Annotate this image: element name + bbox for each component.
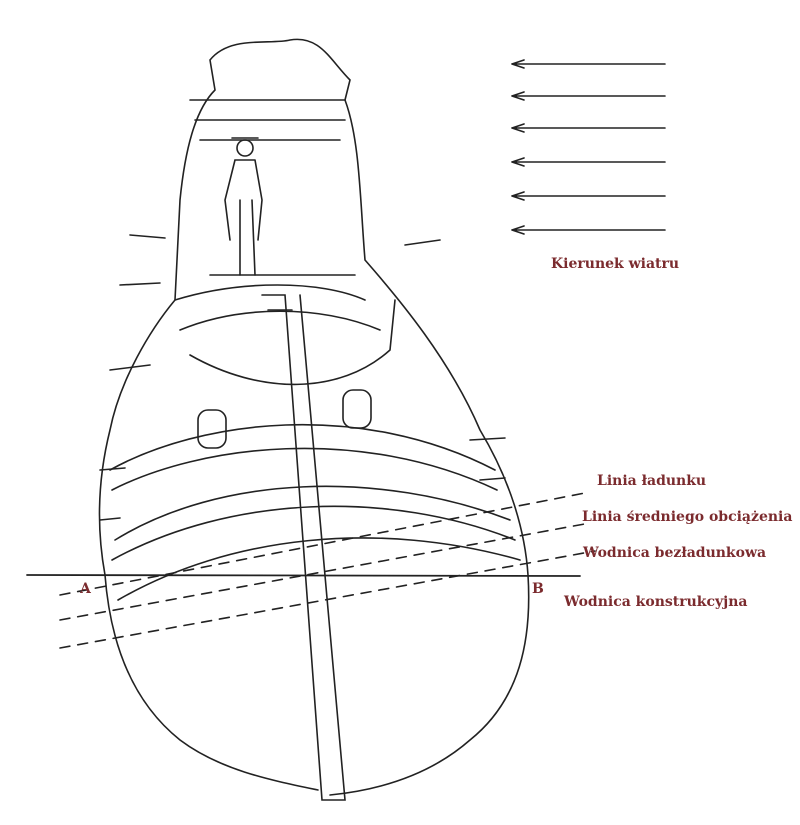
design-waterline-label: Wodnica konstrukcyjna [564, 594, 748, 610]
upper-rail [109, 423, 521, 601]
transom [174, 284, 396, 386]
wind-arrow [511, 191, 666, 201]
wind-direction-label: Kierunek wiatru [551, 256, 680, 272]
top-cornice [189, 99, 356, 276]
dashed-load-line [59, 491, 591, 596]
dashed-mean-load-line [59, 522, 591, 621]
point-b-label: B [532, 581, 544, 597]
window-right [342, 389, 372, 429]
rudder [261, 294, 346, 801]
load-line-label: Linia ładunku [597, 473, 707, 489]
wind-arrow [511, 123, 666, 133]
wind-arrow [511, 225, 666, 235]
wind-arrow [511, 59, 666, 69]
mean-load-line-label: Linia średniego obciążenia [582, 509, 793, 525]
hull-outline [98, 38, 530, 796]
cannons [99, 234, 506, 521]
point-a-label: A [80, 581, 91, 597]
captain-figure [224, 137, 263, 276]
wind-arrow [511, 157, 666, 167]
light-waterline-label: Wodnica bezładunkowa [583, 545, 767, 561]
wind-arrows [511, 59, 666, 235]
window-left [197, 409, 227, 449]
wind-arrow [511, 91, 666, 101]
waterline-ab [26, 574, 581, 577]
dashed-light-waterline [59, 550, 596, 649]
